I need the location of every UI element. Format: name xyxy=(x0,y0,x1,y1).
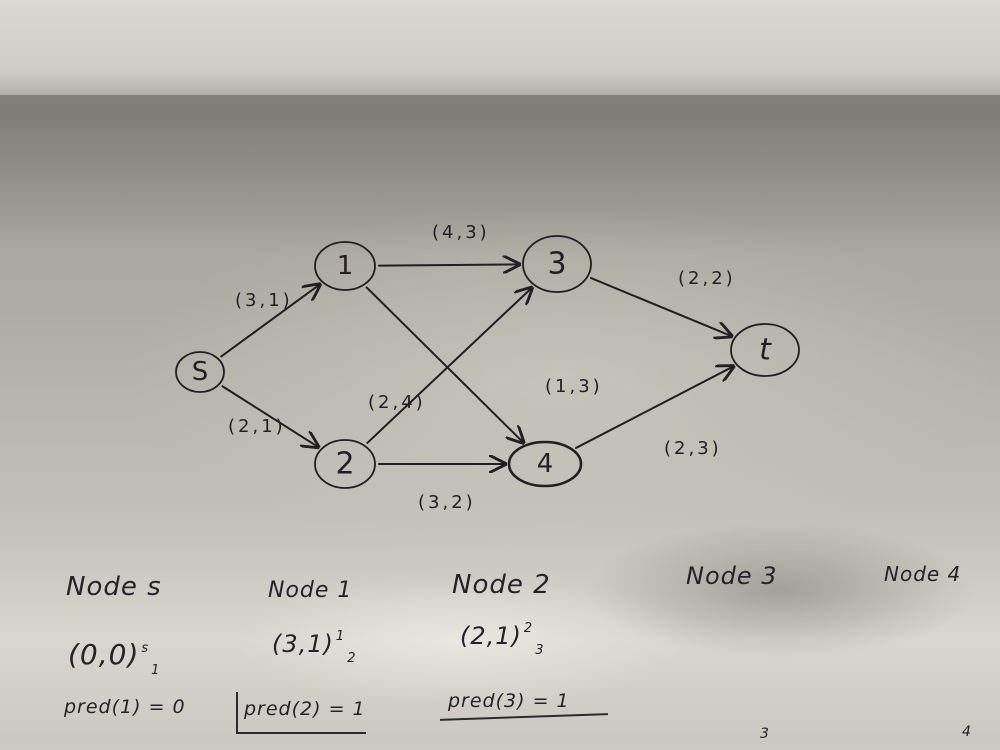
node-label-t: t xyxy=(759,333,772,368)
pred-box-bottom xyxy=(236,732,366,734)
node-t: t xyxy=(730,323,800,377)
node-1: 1 xyxy=(314,241,376,291)
node-circle-3 xyxy=(522,235,592,293)
node-label-2: 2 xyxy=(335,447,354,482)
edges-layer xyxy=(220,264,733,464)
pred-2: pred(2) = 1 xyxy=(244,698,366,720)
edge-label-1-4: (1,3) xyxy=(545,376,603,397)
pred-underline xyxy=(440,713,608,721)
label-sub: 3 xyxy=(535,643,545,658)
edge-labels-layer: (3,1) (2,1) (4,3) (1,3) (2,4) (3,2) (2,2) (2,3) xyxy=(228,222,736,513)
bottom-fragment-1: 3 xyxy=(760,726,770,742)
node-s: S xyxy=(175,351,225,393)
node-label-s: S xyxy=(192,357,209,387)
node-2: 2 xyxy=(314,439,376,489)
label-node-2: (2,1)23 xyxy=(460,621,544,658)
header-node-4: Node 4 xyxy=(884,562,962,586)
pred-3: pred(3) = 1 xyxy=(448,690,570,712)
header-node-2: Node 2 xyxy=(452,570,551,600)
edge-1-3 xyxy=(377,264,519,265)
label-main: (2,1) xyxy=(460,622,522,650)
label-main: (3,1) xyxy=(272,630,334,658)
label-main: (0,0) xyxy=(68,638,140,671)
node-label-4: 4 xyxy=(537,449,554,479)
edge-label-s-2: (2,1) xyxy=(228,416,286,437)
edge-2-3 xyxy=(366,288,531,444)
edge-label-2-4: (3,2) xyxy=(418,492,476,513)
edge-s-1 xyxy=(220,285,319,358)
node-label-3: 3 xyxy=(547,247,566,282)
edge-label-2-3: (2,4) xyxy=(368,392,426,413)
pred-box-left xyxy=(236,692,238,734)
label-node-s: (0,0)s1 xyxy=(68,638,160,678)
header-node-3: Node 3 xyxy=(686,562,778,590)
edge-3-t xyxy=(590,277,731,336)
hand-shadow xyxy=(0,95,1000,255)
edge-1-4 xyxy=(365,286,524,442)
node-circle-t xyxy=(730,323,800,377)
edge-label-3-t: (2,2) xyxy=(678,268,736,289)
node-circle-1 xyxy=(314,241,376,291)
label-sup: 1 xyxy=(335,629,346,644)
edge-s-2 xyxy=(221,385,318,447)
node-4: 4 xyxy=(507,440,583,488)
label-sup: 2 xyxy=(523,621,534,636)
bottom-fragment-2: 4 xyxy=(962,724,972,740)
label-node-1: (3,1)12 xyxy=(272,629,356,666)
label-sub: 2 xyxy=(347,651,357,666)
node-label-1: 1 xyxy=(337,251,354,281)
edge-label-4-t: (2,3) xyxy=(664,438,722,459)
nodes-layer: S 1 2 3 4 t xyxy=(175,235,800,489)
edge-label-1-3: (4,3) xyxy=(432,222,490,243)
pred-1: pred(1) = 0 xyxy=(64,696,186,718)
node-circle-4 xyxy=(507,440,583,488)
edge-4-t xyxy=(575,366,733,449)
node-3: 3 xyxy=(522,235,592,293)
label-sup: s xyxy=(141,641,150,656)
node-circle-s xyxy=(175,351,225,393)
header-node-1: Node 1 xyxy=(268,578,353,603)
header-node-s: Node s xyxy=(66,572,162,602)
edge-label-s-1: (3,1) xyxy=(235,290,293,311)
label-sub: 1 xyxy=(151,663,161,678)
node-circle-2 xyxy=(314,439,376,489)
